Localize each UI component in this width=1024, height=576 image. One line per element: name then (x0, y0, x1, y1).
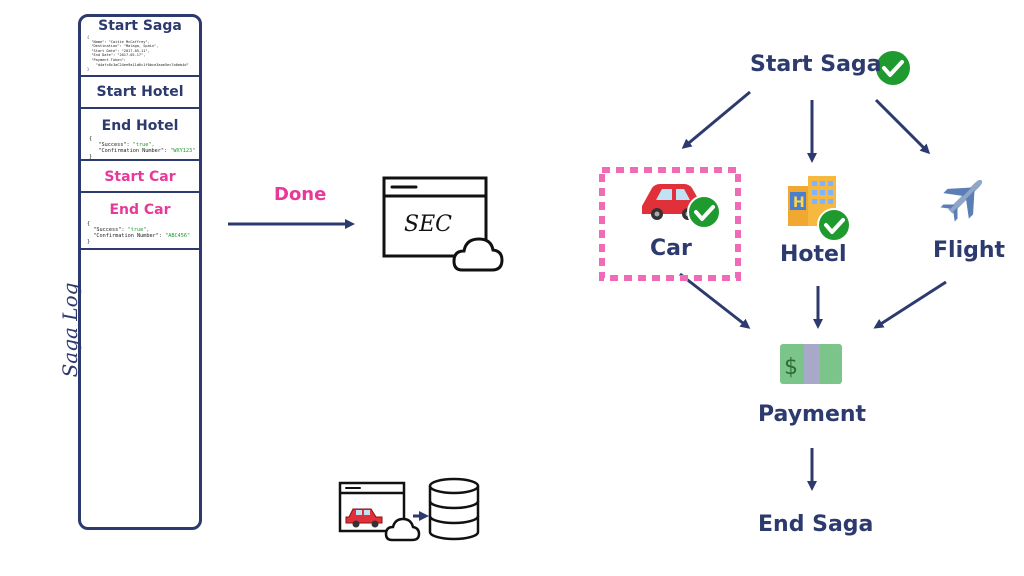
payload-line: "Destination": "Malaga, Spain", (87, 44, 159, 49)
payload-line: } (87, 67, 90, 72)
check-icon (817, 208, 851, 242)
payload-line: "Start Date": "2017-05-11", (87, 48, 150, 53)
end-saga-label: End Saga (758, 512, 874, 537)
arrow-flight-to-payment (873, 280, 947, 329)
car-label: Car (650, 236, 692, 261)
payload-line: { (87, 35, 90, 39)
log-entry-label: Start Hotel (96, 84, 184, 100)
log-entry-end-hotel: End Hotel { "Success": "true", "Confirma… (81, 109, 199, 161)
sec-browser-cloud-icon (382, 176, 504, 272)
payload-line: "d4afc8c3aC24ee9a11d6c1f0bce3aae5ec7a0eb… (87, 62, 189, 67)
payload-line: "Payment Token": (87, 57, 126, 62)
done-label: Done (274, 184, 327, 205)
car-highlight-box (599, 167, 741, 281)
hotel-label: Hotel (780, 242, 847, 267)
saga-log-frame (78, 14, 202, 530)
log-entry-label: Start Car (104, 169, 176, 185)
flight-label: Flight (933, 238, 1006, 263)
log-entry-start-saga: Start Saga { "Name": "Caitie McCaffrey",… (81, 17, 199, 77)
log-entry-end-car: End Car { "Success": "true", "Confirmati… (81, 193, 199, 250)
payload-line: "Name": "Caitie McCaffrey", (87, 39, 150, 44)
start-saga-label: Start Saga (750, 52, 882, 77)
airplane-icon (940, 179, 983, 222)
arrow-start-to-flight (874, 98, 931, 155)
check-icon (687, 195, 721, 229)
arrow-start-to-car (681, 90, 751, 149)
money-icon: $ (780, 344, 842, 384)
database-icon (428, 477, 480, 541)
log-entry-label: End Car (109, 202, 171, 218)
browser-car-cloud-icon (338, 481, 421, 542)
sec-label: SEC (404, 212, 452, 237)
log-entry-start-car: Start Car (81, 161, 199, 193)
log-entry-payload: { "Success": "true", "Confirmation Numbe… (87, 221, 191, 245)
log-entry-payload: { "Name": "Caitie McCaffrey", "Destinati… (81, 35, 199, 72)
payload-line: "End Date": "2017-05-17", (87, 53, 146, 58)
check-icon (876, 51, 910, 85)
arrow-car-to-payment (679, 272, 751, 329)
svg-text:H: H (793, 195, 805, 211)
svg-text:$: $ (784, 355, 798, 380)
log-entry-label: Start Saga (98, 18, 182, 34)
log-entry-payload: { "Success": "true", "Confirmation Numbe… (89, 136, 196, 160)
log-entry-label: End Hotel (101, 118, 179, 134)
payment-label: Payment (758, 402, 867, 427)
log-entry-start-hotel: Start Hotel (81, 77, 199, 109)
